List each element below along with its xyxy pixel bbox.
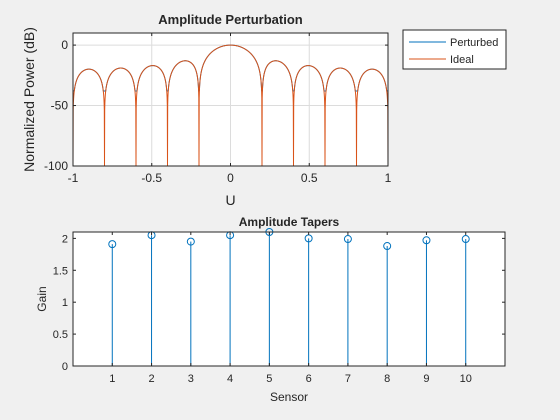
top-xlabel: U xyxy=(225,192,235,208)
legend-box xyxy=(402,29,507,70)
bottom-ytick-label: 0.5 xyxy=(53,329,68,341)
top-ytick-label: 0 xyxy=(61,38,68,52)
bottom-title: Amplitude Tapers xyxy=(239,215,340,229)
top-xtick-label: -1 xyxy=(68,171,79,185)
bottom-ticks: 1 2 3 4 5 6 7 8 9 10 0 0.5 1 1.5 2 xyxy=(53,232,505,385)
bottom-xtick-label: 3 xyxy=(188,373,194,385)
top-plot: -1 -0.5 0 0.5 1 -100 -50 0 Amplitude Perturbati… xyxy=(21,12,507,208)
stem-marker xyxy=(343,235,352,244)
top-legend[interactable]: Perturbed Ideal xyxy=(402,29,507,70)
stem-marker xyxy=(108,240,117,249)
top-ytick-label: -100 xyxy=(44,159,68,173)
series-line-ideal xyxy=(72,44,389,167)
stem-marker xyxy=(186,237,195,246)
top-series xyxy=(72,44,389,167)
bottom-ytick-label: 1 xyxy=(62,297,68,309)
bottom-ytick-label: 2 xyxy=(62,233,68,245)
legend-label-perturbed: Perturbed xyxy=(450,37,498,49)
bottom-ytick-label: 0 xyxy=(62,361,68,373)
bottom-xtick-label: 5 xyxy=(266,373,272,385)
bottom-xtick-label: 8 xyxy=(384,373,390,385)
top-xtick-label: 0.5 xyxy=(301,171,318,185)
top-ytick-label: -50 xyxy=(51,99,69,113)
bottom-xtick-label: 2 xyxy=(148,373,154,385)
stem-marker xyxy=(383,242,392,251)
bottom-axes-box xyxy=(72,231,506,367)
top-xtick-label: -0.5 xyxy=(141,171,162,185)
bottom-xtick-label: 9 xyxy=(423,373,429,385)
bottom-plot-area xyxy=(73,232,505,366)
top-xtick-label: 0 xyxy=(227,171,234,185)
top-ticks: -1 -0.5 0 0.5 1 -100 -50 0 xyxy=(44,33,392,185)
bottom-series xyxy=(108,228,470,366)
legend-label-ideal: Ideal xyxy=(450,54,474,66)
top-grid xyxy=(73,33,388,166)
bottom-plot: 1 2 3 4 5 6 7 8 9 10 0 0.5 1 1.5 2 Amplitude Tapers Se… xyxy=(35,215,506,404)
bottom-xlabel: Sensor xyxy=(270,390,308,404)
bottom-xtick-label: 10 xyxy=(460,373,472,385)
top-xtick-label: 1 xyxy=(385,171,392,185)
bottom-xtick-label: 1 xyxy=(109,373,115,385)
bottom-xtick-label: 4 xyxy=(227,373,233,385)
top-ylabel: Normalized Power (dB) xyxy=(21,27,37,172)
stem-marker xyxy=(461,235,470,244)
top-title: Amplitude Perturbation xyxy=(158,12,303,27)
bottom-ytick-label: 1.5 xyxy=(53,265,68,277)
bottom-xtick-label: 7 xyxy=(345,373,351,385)
stem-marker xyxy=(422,236,431,245)
bottom-xtick-label: 6 xyxy=(306,373,312,385)
bottom-ylabel: Gain xyxy=(35,286,49,311)
